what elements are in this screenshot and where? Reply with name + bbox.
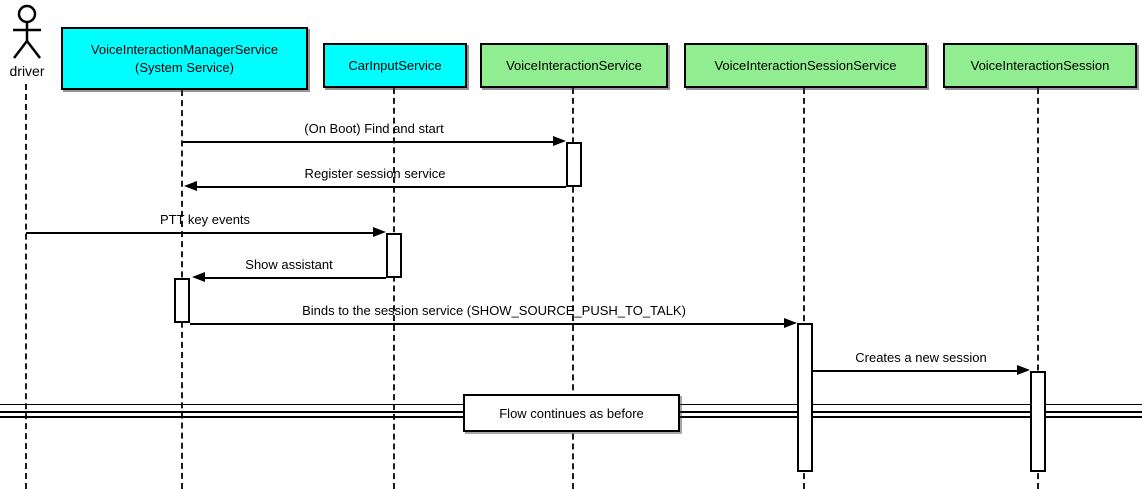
message-label-binds-to-session-service: Binds to the session service (SHOW_SOURC…	[302, 303, 686, 318]
message-label-register-session-service: Register session service	[304, 166, 446, 181]
divider-label: Flow continues as before	[499, 405, 644, 421]
message-label-ptt-key-events: PTT key events	[159, 212, 251, 227]
participant-name: VoiceInteractionSession	[970, 57, 1110, 73]
message-label-show-assistant: Show assistant	[245, 257, 333, 272]
participant-voice-interaction-session-service: VoiceInteractionSessionService	[684, 43, 927, 88]
activation-car-input-service	[386, 233, 402, 278]
participant-name: CarInputService	[348, 57, 442, 73]
actor-driver-icon	[8, 3, 46, 63]
lifeline-car-input-service	[393, 88, 395, 489]
lifeline-voice-interaction-session-service	[803, 88, 805, 489]
lifeline-voice-interaction-service	[572, 88, 574, 489]
participant-name: VoiceInteractionManagerService	[90, 41, 279, 57]
participant-name: VoiceInteractionSessionService	[714, 57, 897, 73]
divider-flow-continues: Flow continues as before	[463, 394, 680, 432]
message-line-3	[26, 232, 373, 234]
activation-voice-interaction-session-service	[797, 323, 813, 472]
arrowhead-right-6	[1017, 365, 1030, 375]
participant-car-input-service: CarInputService	[323, 43, 467, 88]
activation-voice-interaction-session	[1030, 371, 1046, 472]
participant-subtitle: (System Service)	[135, 59, 234, 75]
message-line-2	[197, 186, 566, 188]
activation-voice-interaction-service	[566, 142, 582, 187]
message-line-4	[205, 277, 386, 279]
arrowhead-left-4	[192, 272, 205, 282]
participant-voice-interaction-service: VoiceInteractionService	[480, 43, 668, 88]
participant-voice-interaction-manager-service: VoiceInteractionManagerService (System S…	[61, 27, 308, 90]
message-label-on-boot-find-and-start: (On Boot) Find and start	[304, 121, 444, 136]
lifeline-driver	[25, 84, 27, 489]
arrowhead-right-5	[784, 318, 797, 328]
actor-driver-label: driver	[9, 63, 45, 79]
message-label-creates-a-new-session: Creates a new session	[855, 350, 987, 365]
message-line-1	[183, 141, 553, 143]
activation-voice-interaction-manager-service	[174, 278, 190, 323]
participant-voice-interaction-session: VoiceInteractionSession	[943, 43, 1137, 88]
arrowhead-left-2	[184, 181, 197, 191]
message-line-6	[813, 370, 1017, 372]
message-line-5	[190, 323, 784, 325]
lifeline-voice-interaction-session	[1037, 88, 1039, 489]
arrowhead-right-1	[553, 136, 566, 146]
participant-name: VoiceInteractionService	[506, 57, 642, 73]
arrowhead-right-3	[373, 227, 386, 237]
